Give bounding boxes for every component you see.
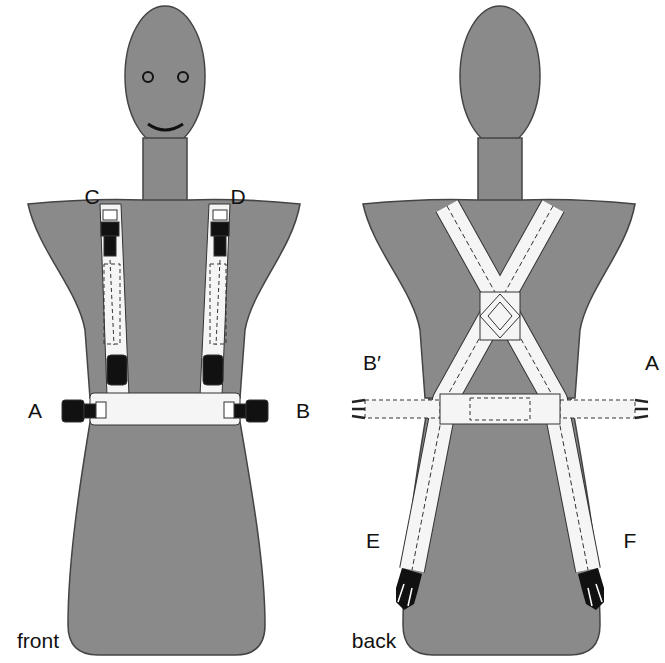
- part-label: B′: [363, 352, 381, 373]
- part-label: back: [352, 630, 396, 651]
- part-label: E: [366, 530, 380, 551]
- part-label: front: [17, 630, 59, 651]
- front-mannequin: [28, 6, 300, 655]
- part-label: B: [296, 400, 310, 421]
- part-label: A: [645, 352, 659, 373]
- front-harness: [62, 204, 268, 425]
- back-harness: [352, 206, 648, 610]
- part-label: F: [624, 530, 637, 551]
- part-label: C: [84, 186, 99, 207]
- part-label: D: [230, 186, 245, 207]
- part-label: A: [28, 400, 42, 421]
- back-mannequin: [363, 6, 635, 655]
